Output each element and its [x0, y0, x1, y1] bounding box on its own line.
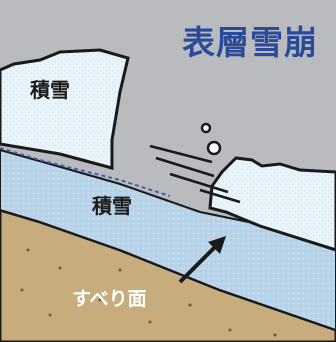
crack-lines: [149, 144, 241, 204]
ground-dots: [20, 248, 277, 337]
slip-surface-label: すべり面: [72, 288, 147, 310]
diagram-title: 表層雪崩: [182, 23, 318, 62]
upper-snow-label: 積雪: [30, 78, 70, 102]
lower-snow-layer: [0, 148, 336, 332]
lower-snow-label: 積雪: [92, 194, 132, 218]
snow-chunks: [200, 122, 222, 156]
arrow-to-slip-surface: [178, 236, 226, 284]
lower-snow-dashed-line: [0, 147, 171, 197]
upper-snow-slab-left: [0, 48, 130, 170]
